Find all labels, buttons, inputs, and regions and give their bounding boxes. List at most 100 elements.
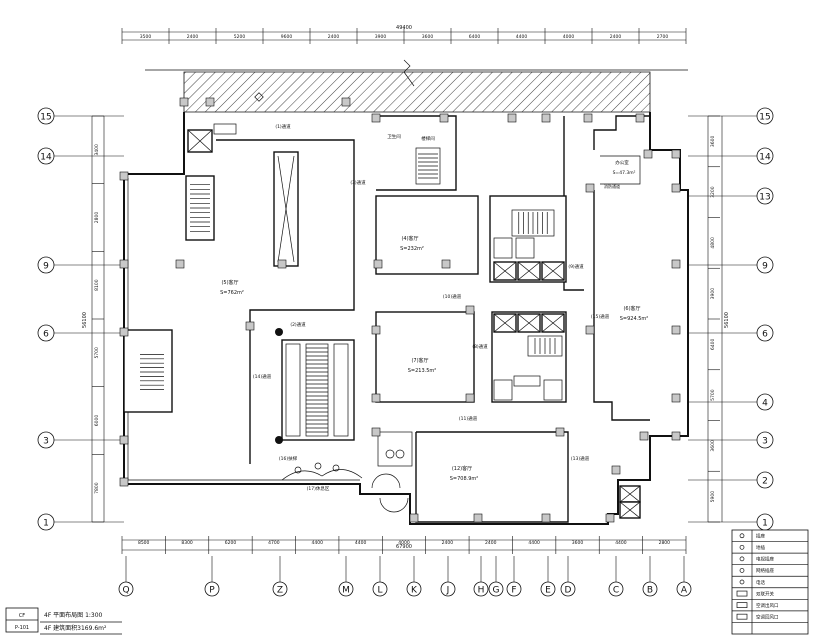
left-dimension: 6000 xyxy=(94,415,100,427)
room-label-14: (14)通道 xyxy=(253,373,272,380)
legend-item: 网络插座 xyxy=(756,567,774,574)
axis-label-column: P xyxy=(209,586,215,596)
structural-columns xyxy=(119,97,681,523)
legend-item: 空调出风口 xyxy=(756,602,779,609)
axis-label-left: 1 xyxy=(43,519,49,529)
left-dimension: 8100 xyxy=(94,279,100,291)
top-dimension: 9600 xyxy=(281,34,293,40)
axis-label-column: A xyxy=(681,586,688,596)
bottom-dimension: 4400 xyxy=(355,540,367,546)
axis-label-column: L xyxy=(377,586,382,596)
axis-label-left: 6 xyxy=(43,330,49,340)
bottom-dimension: 4700 xyxy=(268,540,280,546)
title-code-top: CF xyxy=(19,613,25,619)
room-area-6: S=924.5m² xyxy=(620,316,649,322)
bottom-dimension: 2400 xyxy=(485,540,497,546)
axis-label-left: 3 xyxy=(43,437,49,447)
right-total-dimension: 56100 xyxy=(724,312,730,328)
top-dimension: 4000 xyxy=(563,34,575,40)
drawing-title: 4F 平面布局图 1:300 xyxy=(44,611,103,619)
axis-label-column: G xyxy=(493,586,500,596)
room-area-4: S=232m² xyxy=(400,246,424,252)
bottom-dimension: 8500 xyxy=(138,540,150,546)
left-dimension: 5700 xyxy=(94,347,100,359)
top-dimension: 2700 xyxy=(657,34,669,40)
bottom-dimension: 2400 xyxy=(442,540,454,546)
room-12 xyxy=(371,431,569,523)
upper-middle-walls xyxy=(376,115,584,291)
right-dimension: 6400 xyxy=(710,339,716,351)
top-dimension: 5200 xyxy=(234,34,246,40)
left-axis-bubbles: 15 14 9 6 3 1 xyxy=(37,107,124,531)
axis-label-right: 14 xyxy=(759,153,771,163)
axis-label-column: D xyxy=(565,586,572,596)
room-label-6: (6)客厅 xyxy=(623,305,640,312)
axis-label-left: 9 xyxy=(43,262,49,272)
bottom-dimension: 4400 xyxy=(615,540,627,546)
right-dimension: 3600 xyxy=(710,440,716,452)
planter-decoration xyxy=(281,462,363,481)
right-dimension: 3600 xyxy=(710,136,716,148)
right-dimension: 3900 xyxy=(710,288,716,300)
elevator-core-top xyxy=(489,195,567,283)
room-label-20: 楼梯间 xyxy=(421,135,435,142)
left-dimension: 3400 xyxy=(94,144,100,156)
room-label-11: (11)通道 xyxy=(459,415,478,422)
room-label-12: (12)客厅 xyxy=(452,465,472,472)
top-total-dimension: 49400 xyxy=(396,25,412,31)
axis-label-left: 15 xyxy=(40,113,51,123)
axis-label-column: B xyxy=(647,586,653,596)
right-dimension: 5700 xyxy=(710,389,716,401)
axis-label-column: Z xyxy=(277,586,283,596)
room-label-21: 消防通道 xyxy=(604,183,620,189)
room-label-8: (8)通道 xyxy=(472,343,488,350)
legend-item: 双联开关 xyxy=(756,590,774,597)
right-dimension: 3200 xyxy=(710,186,716,198)
axis-label-right: 1 xyxy=(762,519,768,529)
top-dimension: 3900 xyxy=(375,34,387,40)
bottom-dimension: 6200 xyxy=(225,540,237,546)
axis-label-left: 14 xyxy=(40,153,52,163)
axis-label-right: 2 xyxy=(762,477,768,487)
bottom-dimension: 3600 xyxy=(572,540,584,546)
room-label-15: (15)通道 xyxy=(591,313,610,320)
room-label-18: 办公室 xyxy=(615,159,629,166)
title-block: CF P-101 4F 平面布局图 1:300 4F 建筑面积3169.6m² xyxy=(5,607,122,635)
axis-label-column: H xyxy=(478,586,485,596)
room-label-17: (17)休息区 xyxy=(307,485,330,492)
room-labels: (1)通道 (2)通道 (3)通道 (4)客厅 S=232m² (5)客厅 S=… xyxy=(220,123,648,492)
bottom-dimension: 8300 xyxy=(181,540,193,546)
axis-label-right: 9 xyxy=(762,262,768,272)
room-4 xyxy=(375,195,479,275)
room-area-7: S=213.5m² xyxy=(408,368,437,374)
room-label-13: (13)通道 xyxy=(571,455,590,462)
axis-label-right: 15 xyxy=(759,113,770,123)
axis-label-column: M xyxy=(342,586,350,596)
left-dimension: 2800 xyxy=(94,212,100,224)
legend-item: 地插 xyxy=(756,544,765,551)
bottom-dimension: 4400 xyxy=(528,540,540,546)
top-dimension: 2400 xyxy=(328,34,340,40)
room-label-2: (2)通道 xyxy=(290,321,306,328)
room-label-9: (9)通道 xyxy=(568,263,584,270)
escalators xyxy=(275,328,355,444)
room-5 xyxy=(213,123,355,464)
axis-label-right: 3 xyxy=(762,437,768,447)
left-stair xyxy=(123,129,215,413)
axis-label-column: C xyxy=(613,586,619,596)
top-dimension: 3600 xyxy=(422,34,434,40)
legend-item: 电话 xyxy=(756,579,765,586)
room-label-4: (4)客厅 xyxy=(401,235,418,242)
room-area-5: S=762m² xyxy=(220,290,244,296)
right-dimension: 4800 xyxy=(710,237,716,249)
bottom-dimension: 2800 xyxy=(659,540,671,546)
axis-label-right: 13 xyxy=(759,193,770,203)
room-label-1: (1)通道 xyxy=(275,123,291,130)
legend-item: 插座 xyxy=(756,533,765,540)
